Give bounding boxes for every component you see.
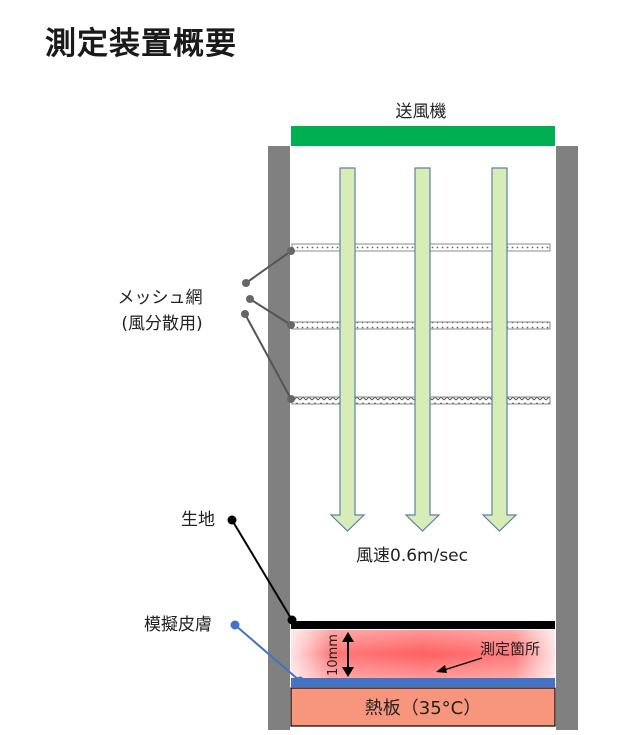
measure-point-label: 測定箇所 xyxy=(480,640,540,658)
mesh-leader-lines xyxy=(241,247,295,403)
skin-leader xyxy=(230,620,305,686)
skin-layer xyxy=(291,678,555,687)
fan-label: 送風機 xyxy=(396,102,447,122)
fabric-leader xyxy=(227,515,297,625)
gap-label: 10mm xyxy=(326,634,341,676)
mesh-label-line2: (風分散用) xyxy=(121,314,202,334)
airflow-arrow-3 xyxy=(481,167,518,532)
heater-label: 熱板（35°C） xyxy=(365,698,481,719)
right-wall xyxy=(556,146,578,730)
gap-arrow-top xyxy=(342,632,354,642)
gap-arrow-bottom xyxy=(342,667,354,677)
measure-point-leader xyxy=(443,657,483,671)
measurement-zone-highlight xyxy=(291,630,555,678)
airflow-arrow-1 xyxy=(329,167,366,532)
fabric-layer xyxy=(291,621,555,629)
measure-point-arrowhead xyxy=(436,665,447,673)
fabric-label: 生地 xyxy=(181,510,215,530)
page-title: 測定装置概要 xyxy=(45,26,237,62)
skin-label: 模擬皮膚 xyxy=(144,615,212,635)
airflow-arrow-2 xyxy=(404,167,441,532)
wind-speed-label: 風速0.6m/sec xyxy=(356,546,468,566)
left-wall xyxy=(268,146,290,730)
mesh-label-line1: メッシュ網 xyxy=(118,288,203,308)
heater-plate xyxy=(290,687,556,727)
fan-bar xyxy=(291,126,555,146)
